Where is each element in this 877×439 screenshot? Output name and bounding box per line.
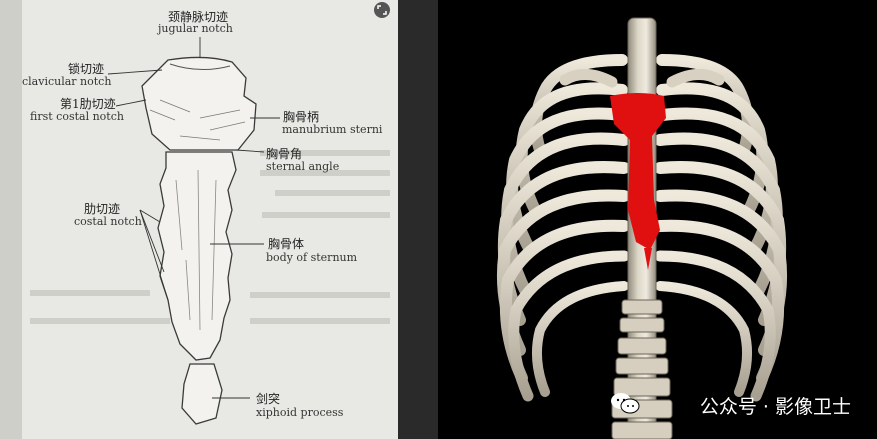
- sternal-angle-label-en: sternal angle: [266, 160, 340, 173]
- first-costal-notch-label-en: first costal notch: [30, 110, 124, 123]
- manubrium-label-zh: 胸骨柄: [283, 110, 320, 124]
- xiphoid-shape: [181, 363, 223, 425]
- wechat-icon: [611, 393, 640, 414]
- sternum-highlight: [610, 93, 666, 270]
- clavicular-notch-label-en: clavicular notch: [22, 75, 112, 88]
- clavicular-notch-label-zh: 锁切迹: [68, 62, 105, 76]
- sternal-angle-label-zh: 胸骨角: [266, 147, 303, 161]
- leader-lines: [107, 37, 280, 399]
- sternum-body-label-zh: 胸骨体: [268, 237, 305, 251]
- expand-icon[interactable]: [373, 1, 391, 19]
- xiphoid-label-zh: 剑突: [256, 392, 281, 406]
- jugular-notch-label-zh: 颈静脉切迹: [168, 10, 229, 24]
- page-gutter-left: [0, 0, 22, 439]
- sternum-body-shape: [157, 151, 237, 361]
- sternum-illustration: [141, 56, 257, 425]
- panel-divider: [398, 0, 438, 439]
- manubrium-shape: [141, 56, 257, 151]
- first-costal-notch-label-zh: 第1肋切迹: [60, 97, 116, 111]
- manubrium-label-en: manubrium sterni: [282, 123, 383, 136]
- costal-notch-label-en: costal notch: [74, 215, 142, 228]
- ribs-right: [654, 54, 788, 402]
- xiphoid-label-en: xiphoid process: [256, 406, 344, 419]
- costal-notch-label-zh: 肋切迹: [84, 202, 121, 216]
- ribs-left: [496, 54, 630, 402]
- faded-page-text: [30, 150, 390, 324]
- watermark-text: 公众号 · 影像卫士: [699, 396, 851, 418]
- jugular-notch-label-en: jugular notch: [158, 22, 233, 35]
- clavicles: [559, 69, 725, 88]
- sternum-body-label-en: body of sternum: [266, 251, 358, 264]
